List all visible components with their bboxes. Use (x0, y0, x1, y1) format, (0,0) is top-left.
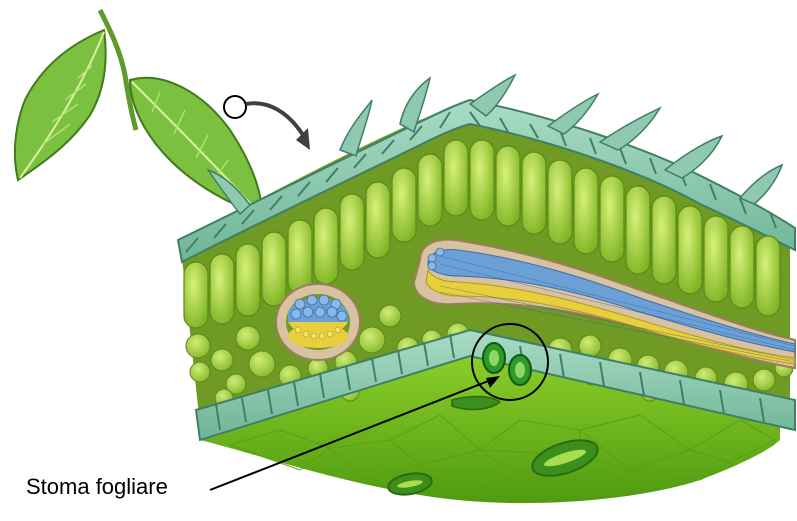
stoma-label: Stoma fogliare (26, 474, 168, 500)
vascular-bundle-small (276, 284, 360, 360)
magnifier-circle-icon (224, 96, 246, 118)
arrow-icon (246, 103, 303, 135)
